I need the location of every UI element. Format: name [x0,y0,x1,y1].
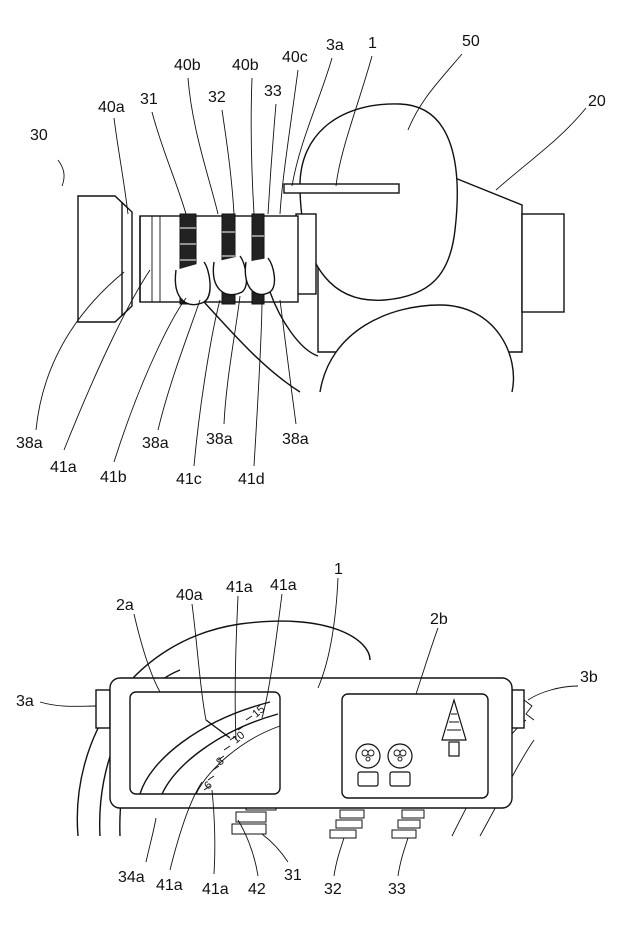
label-42: 42 [248,881,266,898]
label-3a: 3a [16,693,34,710]
label-33: 33 [388,881,406,898]
camera-eyepiece [521,213,565,313]
label-1: 1 [334,561,343,578]
label-40a: 40a [98,99,125,116]
finger-1 [174,261,211,306]
scale-ticks [203,715,253,791]
label-33: 33 [264,83,282,100]
label-50: 50 [462,33,480,50]
thumb-indicator [283,183,400,194]
tab-3a [95,689,111,729]
lower-hand [319,304,515,393]
label-30: 30 [30,127,48,144]
finger-2 [212,255,248,296]
bottom-figure: 15 10 8 6 [16,561,598,898]
flower-icon [387,743,413,787]
label-40b: 40b [174,57,201,74]
label-34a: 34a [118,869,145,886]
label-38a: 38a [16,435,43,452]
label-32: 32 [324,881,342,898]
pointer-40a [205,719,231,739]
label-41a: 41a [156,877,183,894]
lens-mount [295,213,317,295]
label-41a: 41a [226,579,253,596]
upper-hand [299,103,458,301]
label-32: 32 [208,89,226,106]
label-20: 20 [588,93,606,110]
label-40b: 40b [232,57,259,74]
label-38a: 38a [142,435,169,452]
label-41a: 41a [50,459,77,476]
label-3b: 3b [580,669,598,686]
label-41c: 41c [176,471,202,488]
window-2a [129,691,281,795]
macro-flower-icon [355,743,381,787]
label-41b: 41b [100,469,127,486]
label-31: 31 [140,91,158,108]
gear-teeth-32 [329,809,365,839]
gear-teeth-33 [391,809,425,839]
label-3a: 3a [326,37,344,54]
label-2a: 2a [116,597,134,614]
tab-3b [511,689,525,729]
tree-arrow-icon [441,697,467,757]
label-40c: 40c [282,49,308,66]
label-41d: 41d [238,471,265,488]
label-38a: 38a [282,431,309,448]
label-31: 31 [284,867,302,884]
label-41a: 41a [270,577,297,594]
top-figure: 30 40a 31 40b 32 40b 33 40c 3a 1 50 20 3… [16,33,606,488]
lens-front [77,195,133,323]
label-1: 1 [368,35,377,52]
label-41a: 41a [202,881,229,898]
label-40a: 40a [176,587,203,604]
label-38a: 38a [206,431,233,448]
label-2b: 2b [430,611,448,628]
